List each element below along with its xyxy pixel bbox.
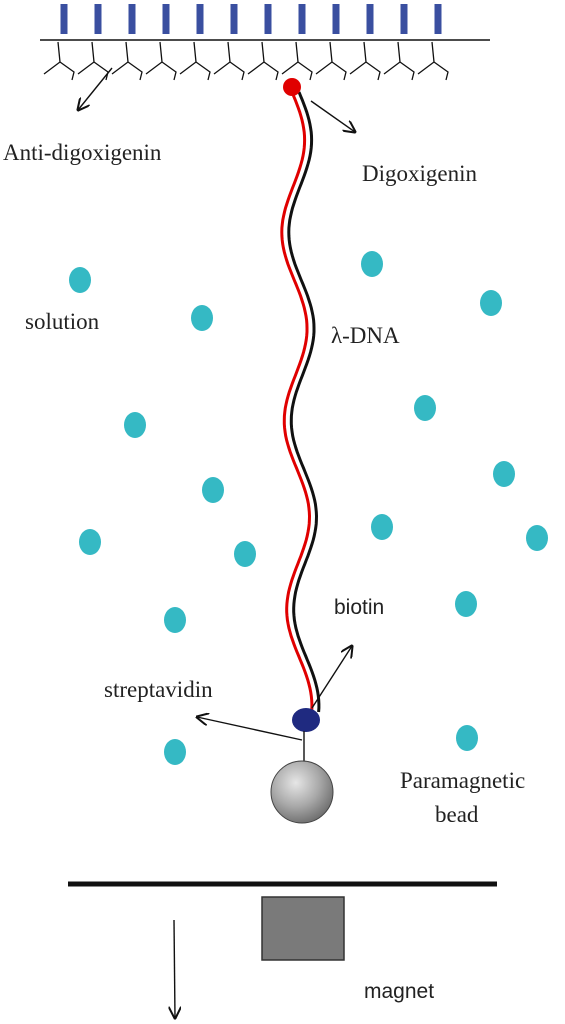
antibody-y-shape: [77, 41, 109, 81]
solution-particle: [361, 251, 383, 277]
antibody-y-shape: [145, 41, 177, 81]
antibody-stalk: [366, 4, 374, 34]
solution-particle: [480, 290, 502, 316]
label-biotin: biotin: [334, 596, 384, 619]
solution-particle: [414, 395, 436, 421]
antibody-y-shape: [179, 41, 211, 81]
solution-particle: [164, 739, 186, 765]
solution-particle: [526, 525, 548, 551]
surface-antibody-layer: [40, 4, 490, 81]
antibody-y-shape: [417, 41, 449, 81]
antibody: [315, 4, 347, 81]
solution-particles: [69, 251, 548, 765]
solution-particle: [456, 725, 478, 751]
antibody: [43, 4, 75, 81]
antibody-y-shape: [247, 41, 279, 81]
label-magnet: magnet: [364, 980, 434, 1003]
antibody-stalk: [60, 4, 68, 34]
solution-particle: [493, 461, 515, 487]
antibody-stalk: [230, 4, 238, 34]
antibody-group: [43, 4, 449, 81]
solution-particle: [371, 514, 393, 540]
antibody-y-shape: [383, 41, 415, 81]
antibody-y-shape: [213, 41, 245, 81]
digoxigenin-arrow: [310, 100, 355, 132]
solution-particle: [79, 529, 101, 555]
solution-particle: [164, 607, 186, 633]
antibody-stalk: [298, 4, 306, 34]
antibody-stalk: [264, 4, 272, 34]
antibody: [179, 4, 211, 81]
lambda-dna-strand: [280, 91, 321, 713]
dna-strand-red: [280, 91, 314, 713]
paramagnetic-bead: [270, 760, 334, 824]
antibody-stalk: [94, 4, 102, 34]
antibody: [417, 4, 449, 81]
antibody: [111, 4, 143, 81]
solution-particle: [69, 267, 91, 293]
label-paramagnetic: Paramagnetic: [400, 768, 525, 793]
antibody: [281, 4, 313, 81]
dna-strand-black: [287, 91, 321, 713]
antibody-y-shape: [111, 41, 143, 81]
antibody-stalk: [196, 4, 204, 34]
digoxigenin-dot: [283, 78, 301, 96]
antibody: [145, 4, 177, 81]
anti-digoxigenin-arrow: [78, 67, 113, 110]
streptavidin-arrow: [197, 717, 303, 741]
label-bead: bead: [435, 802, 479, 827]
antibody: [247, 4, 279, 81]
solution-particle: [124, 412, 146, 438]
antibody: [349, 4, 381, 81]
label-lambda-dna: λ-DNA: [331, 323, 400, 348]
antibody-y-shape: [43, 41, 75, 81]
label-solution: solution: [25, 309, 100, 334]
antibody-stalk: [400, 4, 408, 34]
solution-particle: [191, 305, 213, 331]
antibody-stalk: [332, 4, 340, 34]
antibody-y-shape: [315, 41, 347, 81]
solution-particle: [234, 541, 256, 567]
antibody-stalk: [434, 4, 442, 34]
label-digoxigenin: Digoxigenin: [362, 161, 477, 186]
antibody: [383, 4, 415, 81]
antibody-stalk: [162, 4, 170, 34]
antibody: [213, 4, 245, 81]
label-streptavidin: streptavidin: [104, 677, 213, 702]
magnet-block: [261, 896, 345, 961]
label-anti-digoxigenin: Anti-digoxigenin: [3, 140, 162, 165]
streptavidin-blob: [292, 708, 320, 732]
antibody-y-shape: [349, 41, 381, 81]
antibody: [77, 4, 109, 81]
solution-particle: [202, 477, 224, 503]
biotin-arrow: [311, 646, 352, 709]
antibody-stalk: [128, 4, 136, 34]
force-arrow: [174, 919, 175, 1018]
solution-particle: [455, 591, 477, 617]
antibody-y-shape: [281, 41, 313, 81]
